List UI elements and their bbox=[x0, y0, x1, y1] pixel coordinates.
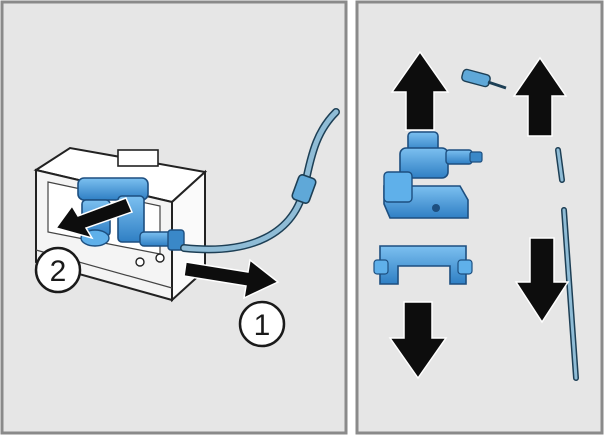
hose-connector bbox=[461, 68, 507, 90]
drain-hose bbox=[180, 108, 340, 254]
arrow-right-icon bbox=[183, 258, 280, 300]
arrow-up-icon bbox=[512, 56, 568, 137]
arrow-down-icon bbox=[388, 301, 448, 380]
arrow-down-icon bbox=[514, 237, 570, 324]
valve-in-tray bbox=[77, 177, 185, 251]
hose-segment bbox=[555, 147, 579, 381]
valve-assembly bbox=[383, 131, 483, 219]
valve-bracket bbox=[373, 245, 473, 285]
panel-right bbox=[355, 0, 604, 435]
callout-1: 1 bbox=[238, 300, 286, 348]
panel-left: 2 1 bbox=[0, 0, 348, 435]
callout-1-label: 1 bbox=[254, 309, 271, 342]
callout-2-label: 2 bbox=[50, 255, 67, 288]
arrow-down-left-icon bbox=[54, 197, 134, 240]
callout-2: 2 bbox=[34, 246, 82, 294]
arrow-up-icon bbox=[390, 50, 450, 131]
